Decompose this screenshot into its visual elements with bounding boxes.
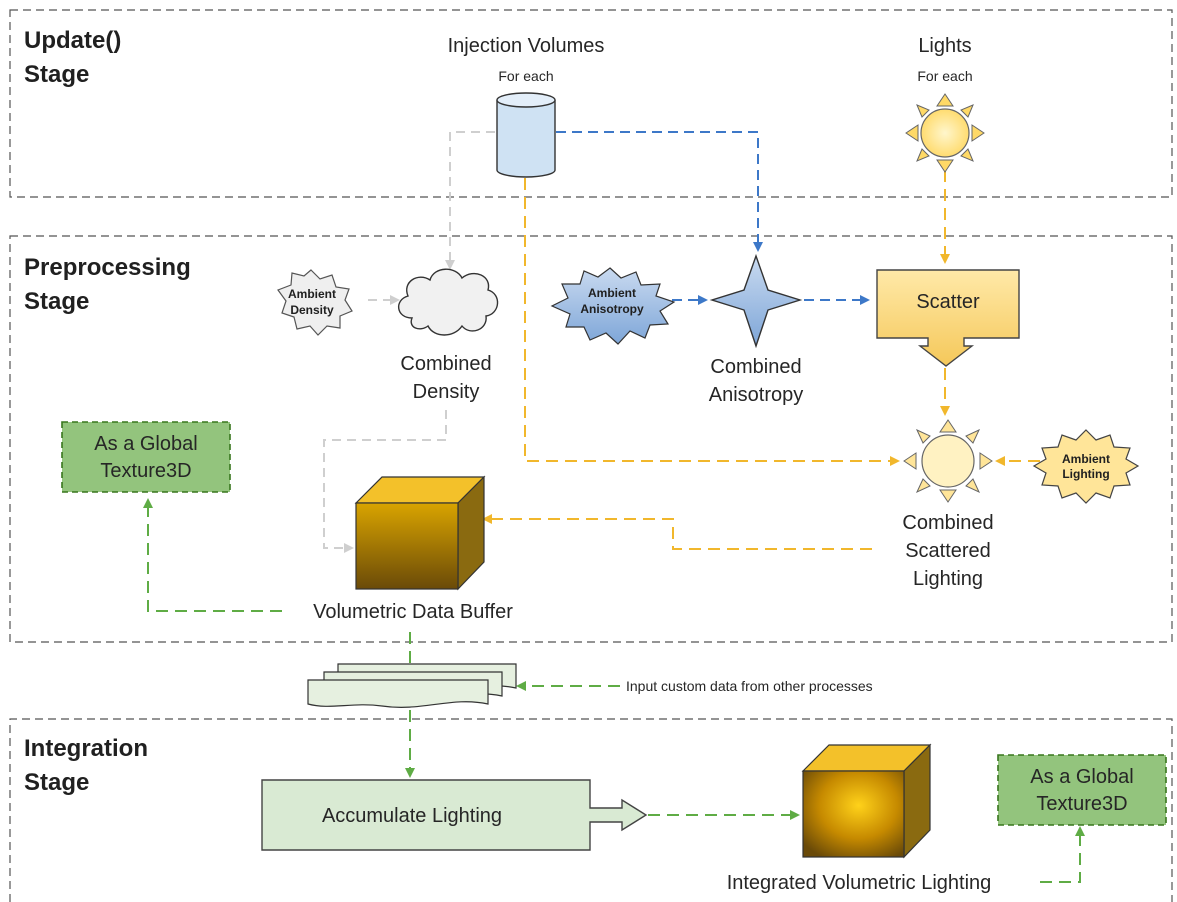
flow-density-to-buffer <box>323 410 447 553</box>
combined-scattered-label-2: Scattered <box>905 540 991 562</box>
preprocessing-stage-title: Preprocessing <box>24 254 191 281</box>
integration-stage-title: Integration <box>24 735 148 762</box>
flow-combined-lighting-to-buffer <box>482 514 872 550</box>
accumulate-lighting-label: Accumulate Lighting <box>322 805 502 827</box>
global-texture-top-label-2: Texture3D <box>100 460 191 482</box>
volumetric-buffer-label: Volumetric Data Buffer <box>313 601 513 623</box>
injection-volumes-label: Injection Volumes <box>448 35 605 57</box>
accumulate-lighting-block: Accumulate Lighting <box>261 779 648 851</box>
global-texture-top-label-1: As a Global <box>94 433 197 455</box>
global-texture-bottom-box: As a Global Texture3D <box>997 754 1167 826</box>
ambient-lighting-label-2: Lighting <box>1062 467 1109 481</box>
flow-injection-to-density <box>445 131 495 270</box>
ambient-anisotropy-label-1: Ambient <box>588 286 636 300</box>
update-stage-panel <box>9 9 1173 198</box>
ambient-lighting-badge: Ambient Lighting <box>1032 429 1140 504</box>
flow-integrated-to-global-texture <box>1040 826 1085 883</box>
ambient-anisotropy-badge: Ambient Anisotropy <box>550 267 676 345</box>
combined-anisotropy-label-1: Combined <box>710 356 801 378</box>
lights-sublabel: For each <box>917 68 972 84</box>
scatter-label: Scatter <box>916 291 980 313</box>
integrated-lighting-label: Integrated Volumetric Lighting <box>727 872 992 894</box>
global-texture-top-box: As a Global Texture3D <box>61 421 231 493</box>
scatter-block: Scatter <box>876 269 1020 367</box>
global-texture-bottom-label-1: As a Global <box>1030 766 1133 788</box>
combined-density-label-2: Density <box>413 381 480 403</box>
ambient-lighting-label-1: Ambient <box>1062 452 1110 466</box>
ambient-density-badge: Ambient Density <box>277 269 353 336</box>
data-stack-icon <box>307 663 517 708</box>
preprocessing-stage-panel <box>9 235 1173 643</box>
flow-injection-to-anisotropy <box>556 131 763 252</box>
ambient-density-label-1: Ambient <box>288 287 336 301</box>
cloud-icon <box>398 268 499 336</box>
combined-scattered-label-3: Lighting <box>913 568 983 590</box>
update-stage-title: Update() <box>24 27 121 54</box>
integration-stage-panel <box>9 718 1173 902</box>
combined-density-label-1: Combined <box>400 353 491 375</box>
lights-label: Lights <box>918 35 971 57</box>
cylinder-icon <box>496 92 556 178</box>
ambient-anisotropy-label-2: Anisotropy <box>580 302 644 316</box>
sun-icon <box>905 93 985 173</box>
flow-buffer-to-global-texture <box>143 498 282 612</box>
combined-anisotropy-label-2: Anisotropy <box>709 384 804 406</box>
ambient-density-label-2: Density <box>290 303 334 317</box>
integration-stage-subtitle: Stage <box>24 769 89 796</box>
combined-scattered-label-1: Combined <box>902 512 993 534</box>
preprocessing-stage-subtitle: Stage <box>24 288 89 315</box>
custom-input-label: Input custom data from other processes <box>626 678 873 694</box>
anisotropy-star-icon <box>709 253 803 349</box>
injection-volumes-sublabel: For each <box>498 68 553 84</box>
update-stage-subtitle: Stage <box>24 61 89 88</box>
global-texture-bottom-label-2: Texture3D <box>1036 793 1127 815</box>
integrated-lighting-cube-icon <box>801 743 932 859</box>
combined-lighting-sun-icon <box>903 419 993 503</box>
volumetric-buffer-cube-icon <box>354 475 486 591</box>
